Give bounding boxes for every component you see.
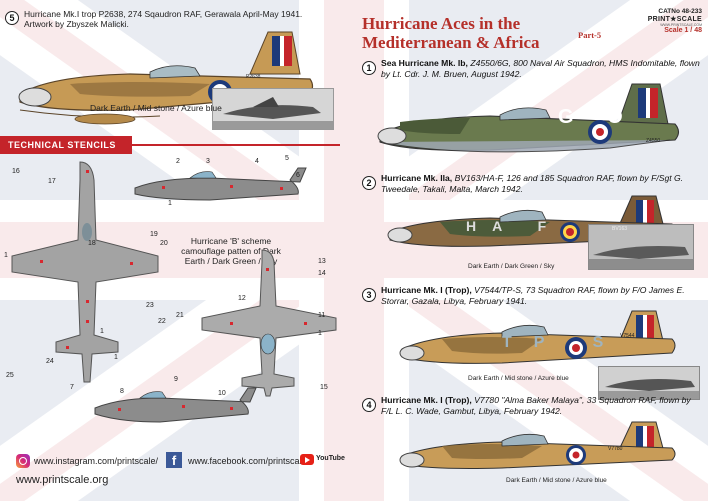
brand-logo: PRINT★SCALE — [647, 16, 702, 23]
profile-3-aircraft — [392, 305, 698, 383]
profile-3-code: TP S — [502, 334, 626, 351]
stencil-num-15: 15 — [320, 384, 328, 391]
title-line-2: Mediterranean & Africa — [362, 33, 540, 52]
instagram-icon[interactable] — [16, 454, 30, 468]
stencil-num-4: 4 — [255, 158, 259, 165]
profile-1-serial: Z4550 — [646, 138, 661, 144]
profile-4-number: 4 — [362, 398, 376, 412]
profile-5-number: 5 — [5, 11, 19, 25]
profile-4-name: Hurricane Mk. I (Trop), — [381, 395, 472, 405]
profile-3-caption: Hurricane Mk. I (Trop), V7544/TP-S, 73 S… — [381, 285, 701, 306]
profile-1-name: Sea Hurricane Mk. Ib, — [381, 58, 468, 68]
profile-2-caption: Hurricane Mk. IIa, BV163/HA-F, 126 and 1… — [381, 173, 701, 194]
stencil-num-21: 21 — [176, 312, 184, 319]
stencil-num-6: 6 — [296, 172, 300, 179]
profile-3-photo — [598, 366, 700, 400]
profile-5-caption-text: Hurricane Mk.I trop P2638, 274 Sqaudron … — [24, 9, 303, 19]
stencil-num-11: 11 — [318, 312, 326, 319]
side-view-stencil — [130, 160, 310, 210]
instagram-link[interactable]: www.instagram.com/printscale/ — [34, 456, 159, 466]
stencil-num-18: 18 — [88, 240, 96, 247]
stencil-num-10: 10 — [218, 390, 226, 397]
plan-view-bottom — [200, 248, 340, 398]
profile-3-serial: V7544 — [620, 333, 635, 339]
facebook-icon[interactable]: f — [166, 452, 182, 468]
page-title: Hurricane Aces in the Mediterranean & Af… — [362, 14, 540, 52]
profile-5-photo — [212, 88, 334, 130]
stencil-num-12: 12 — [238, 295, 246, 302]
profile-2-colors: Dark Earth / Dark Green / Sky — [468, 263, 555, 270]
brand-block: CATNo 48-233 PRINT★SCALE WWW.PRINTSCALE.… — [636, 8, 702, 34]
stencil-num-19: 19 — [150, 231, 158, 238]
website-link[interactable]: www.printscale.org — [16, 474, 109, 486]
profile-4-detail: V7780 "Alma Baker Malaya", 33 Squadron R… — [381, 395, 691, 416]
stencil-num-25: 25 — [6, 372, 14, 379]
stencil-num-1b: 1 — [100, 328, 104, 335]
profile-4-caption: Hurricane Mk. I (Trop), V7780 "Alma Bake… — [381, 395, 701, 416]
stencil-num-7: 7 — [70, 384, 74, 391]
title-line-1: Hurricane Aces in the — [362, 14, 521, 33]
stencil-num-14: 14 — [318, 270, 326, 277]
side-view-bottom — [90, 380, 260, 435]
stencil-num-13: 13 — [318, 258, 326, 265]
profile-3-detail: V7544/TP-S, 73 Squadron RAF, flown by F/… — [381, 285, 685, 306]
youtube-label[interactable]: YouTube — [316, 455, 345, 462]
profile-1-detail: Z4550/6G, 800 Naval Air Squadron, HMS In… — [381, 58, 700, 79]
profile-4-serial: V7780 — [608, 446, 623, 452]
profile-1-caption: Sea Hurricane Mk. Ib, Z4550/6G, 800 Nava… — [381, 58, 701, 79]
stencil-num-23: 23 — [146, 302, 154, 309]
stencil-num-8: 8 — [120, 388, 124, 395]
profile-2-serial: BV163 — [612, 226, 628, 232]
scale-label: Scale 1 / 48 — [664, 27, 702, 34]
profile-2-detail: BV163/HA-F, 126 and 185 Squadron RAF, fl… — [381, 173, 684, 194]
cat-number: CATNo 48-233 — [658, 8, 702, 15]
stencil-num-1e: 1 — [318, 330, 322, 337]
profile-2-code: HA F — [466, 218, 563, 234]
profile-3-name: Hurricane Mk. I (Trop), — [381, 285, 472, 295]
stencil-num-2: 2 — [176, 158, 180, 165]
profile-1-number: 1 — [362, 61, 376, 75]
profile-5-serial: P2638 — [246, 74, 261, 80]
profile-4-colors: Dark Earth / Mid stone / Azure blue — [506, 477, 607, 484]
plan-view-top — [10, 160, 160, 385]
stencil-num-16: 16 — [12, 168, 20, 175]
profile-5-caption: Hurricane Mk.I trop P2638, 274 Sqaudron … — [24, 9, 334, 29]
profile-3-colors: Dark Earth / Mid stone / Azure blue — [468, 375, 569, 382]
stencil-num-24: 24 — [46, 358, 54, 365]
profile-4-aircraft — [392, 418, 698, 484]
stencil-num-1d: 1 — [168, 200, 172, 207]
stencil-num-1a: 1 — [4, 252, 8, 259]
stencil-num-5: 5 — [285, 155, 289, 162]
profile-2-name: Hurricane Mk. IIa, — [381, 173, 453, 183]
stencil-num-17: 17 — [48, 178, 56, 185]
profile-2-photo — [588, 224, 694, 270]
profile-2-number: 2 — [362, 176, 376, 190]
profile-5-colors: Dark Earth / Mid stone / Azure blue — [90, 103, 222, 113]
technical-stencils-banner: Technical stencils — [0, 136, 132, 154]
profile-1-code: G O — [558, 106, 637, 128]
profile-1-aircraft — [370, 78, 700, 170]
camouflage-note: Hurricane 'B' scheme camouflage patten o… — [181, 236, 281, 266]
stencil-num-22: 22 — [158, 318, 166, 325]
part-label: Part-5 — [578, 30, 602, 40]
brand-url: WWW.PRINTSCALE.COM — [660, 23, 702, 27]
youtube-icon[interactable] — [300, 454, 314, 465]
stencil-num-3: 3 — [206, 158, 210, 165]
profile-3-number: 3 — [362, 288, 376, 302]
stencil-num-9: 9 — [174, 376, 178, 383]
profile-5-artwork-credit: Artwork by Zbyszek Malicki. — [24, 19, 129, 29]
stencil-num-20: 20 — [160, 240, 168, 247]
divider-line — [132, 144, 340, 146]
facebook-link[interactable]: www.facebook.com/printscale/ — [188, 456, 310, 466]
stencil-num-1c: 1 — [114, 354, 118, 361]
